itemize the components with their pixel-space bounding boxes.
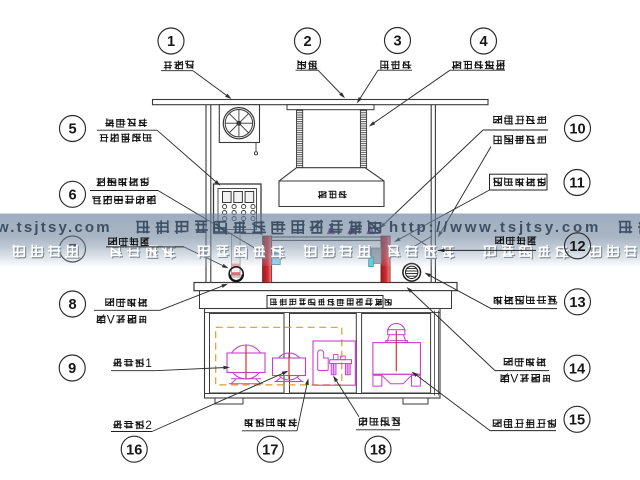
svg-text:18: 18 <box>370 442 386 458</box>
svg-text:17: 17 <box>262 442 278 458</box>
svg-text:10: 10 <box>569 122 585 138</box>
svg-text:2: 2 <box>303 34 311 50</box>
svg-text:13: 13 <box>569 295 585 311</box>
svg-text:V: V <box>510 372 518 386</box>
svg-text:12: 12 <box>569 239 585 255</box>
svg-text:14: 14 <box>569 361 586 377</box>
svg-text:16: 16 <box>126 442 142 458</box>
svg-text:8: 8 <box>68 297 76 313</box>
svg-text:2: 2 <box>145 418 152 432</box>
svg-text:1: 1 <box>167 34 175 50</box>
svg-text:9: 9 <box>68 361 76 377</box>
svg-text:6: 6 <box>68 188 76 204</box>
svg-text:1: 1 <box>145 356 152 370</box>
svg-text:http://www.tsjtsy.com: http://www.tsjtsy.com <box>389 219 601 236</box>
svg-text:3: 3 <box>393 34 401 50</box>
svg-text:15: 15 <box>569 413 585 429</box>
svg-text:5: 5 <box>68 122 76 138</box>
svg-text:4: 4 <box>479 34 488 50</box>
svg-text:11: 11 <box>569 176 584 192</box>
svg-text:w.tsjtsy.com: w.tsjtsy.com <box>0 219 112 236</box>
svg-text:V: V <box>107 313 115 327</box>
